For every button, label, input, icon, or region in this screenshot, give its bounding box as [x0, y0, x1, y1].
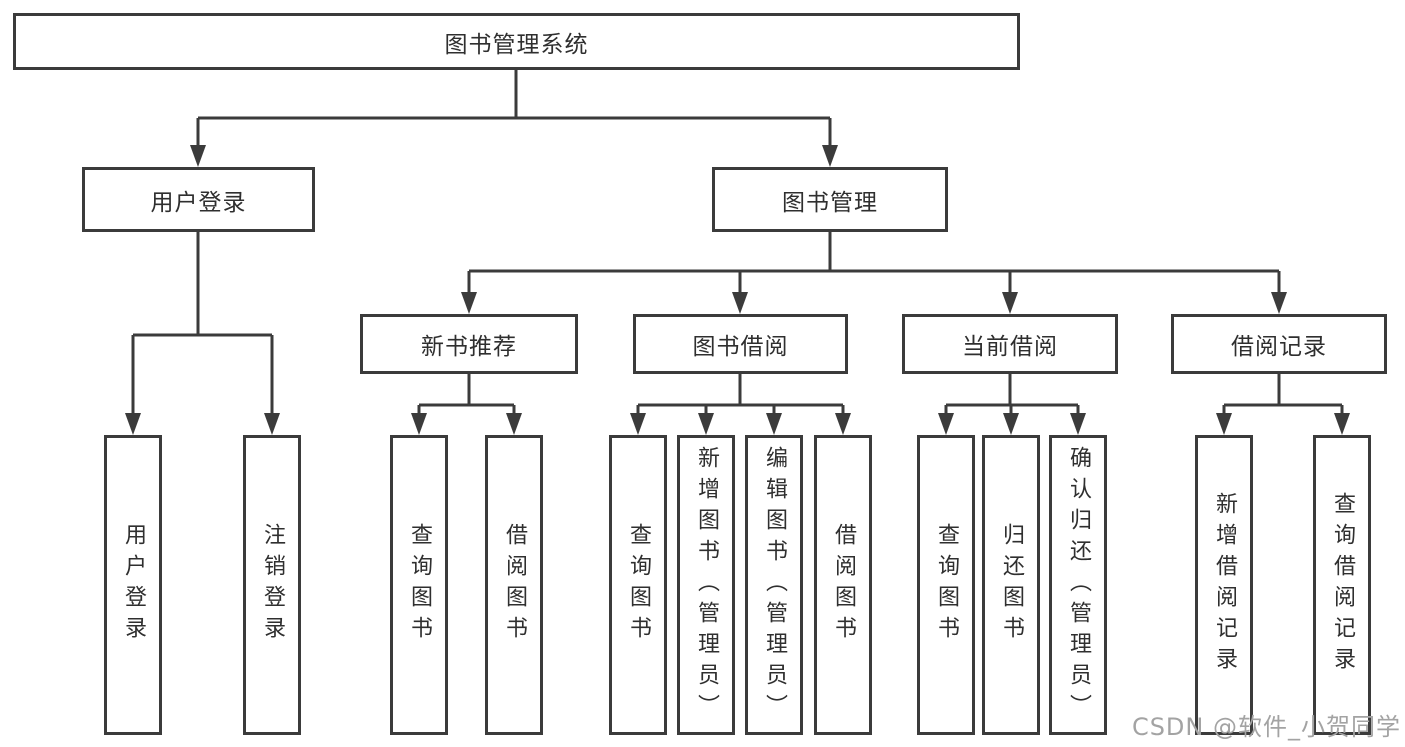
node-label: 归还图书	[999, 523, 1024, 647]
leaf-query-books-recommend: 查询图书	[390, 435, 448, 735]
node-label: 图书管理	[782, 189, 878, 216]
node-label: 查询图书	[407, 523, 432, 647]
node-label: 图书借阅	[692, 334, 789, 360]
leaf-edit-books-admin: 编辑图书（管理员）	[745, 435, 803, 735]
node-label: 当前借阅	[962, 334, 1058, 360]
node-label: 用户登录	[121, 523, 146, 647]
node-label: 新增图书（管理员）	[694, 445, 719, 725]
node-label: 查询图书	[626, 523, 651, 647]
leaf-return-books: 归还图书	[982, 435, 1040, 735]
node-user-login: 用户登录	[82, 167, 315, 232]
node-current-borrowing: 当前借阅	[902, 314, 1118, 374]
node-label: 借阅记录	[1231, 334, 1327, 360]
csdn-watermark: CSDN @软件_小贺同学	[1131, 713, 1401, 741]
node-label: 注销登录	[260, 523, 285, 647]
leaf-logout: 注销登录	[243, 435, 301, 735]
leaf-borrow-books: 借阅图书	[814, 435, 872, 735]
leaf-confirm-return-admin: 确认归还（管理员）	[1049, 435, 1107, 735]
node-label: 新增借阅记录	[1212, 492, 1237, 678]
node-label: 用户登录	[150, 189, 247, 216]
node-label: 编辑图书（管理员）	[762, 445, 787, 725]
leaf-user-login: 用户登录	[104, 435, 162, 735]
leaf-add-borrow-record: 新增借阅记录	[1195, 435, 1253, 735]
node-label: 查询借阅记录	[1330, 492, 1355, 678]
node-label: 新书推荐	[421, 334, 517, 360]
node-label: 借阅图书	[831, 523, 856, 647]
node-book-borrowing: 图书借阅	[633, 314, 848, 374]
leaf-borrow-books-recommend: 借阅图书	[485, 435, 543, 735]
node-book-management-system: 图书管理系统	[13, 13, 1020, 70]
leaf-add-books-admin: 新增图书（管理员）	[677, 435, 735, 735]
leaf-query-books-borrowing: 查询图书	[609, 435, 667, 735]
node-label: 确认归还（管理员）	[1066, 445, 1091, 725]
node-label: 查询图书	[934, 523, 959, 647]
leaf-query-books-current: 查询图书	[917, 435, 975, 735]
node-label: 借阅图书	[502, 523, 527, 647]
node-book-management: 图书管理	[712, 167, 948, 232]
node-borrowing-records: 借阅记录	[1171, 314, 1387, 374]
node-new-book-recommend: 新书推荐	[360, 314, 578, 374]
node-label: 图书管理系统	[444, 31, 589, 58]
leaf-query-borrow-record: 查询借阅记录	[1313, 435, 1371, 735]
